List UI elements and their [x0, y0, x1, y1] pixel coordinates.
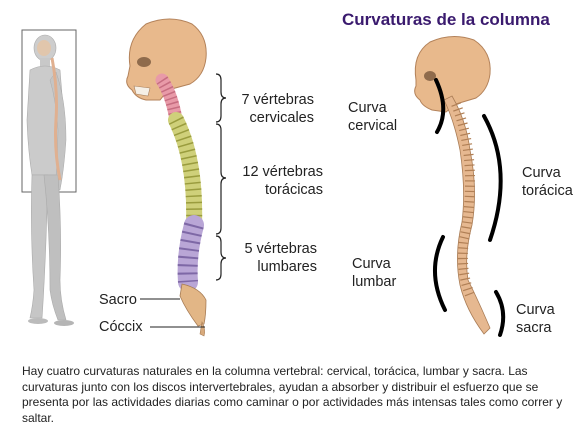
lumbar-vertebrae: [177, 215, 204, 292]
arc-sacral: [494, 290, 506, 337]
body-figure: [21, 29, 77, 326]
label-line: Curva: [516, 302, 555, 318]
diagram-title: Curvaturas de la columna: [342, 10, 550, 29]
bracket-cervical: [215, 73, 227, 123]
label-cervical-vertebrae: 7 vértebras cervicales: [214, 91, 314, 127]
thoracic-vertebrae: [168, 112, 203, 233]
label-line: 5 vértebras: [244, 241, 317, 257]
label-line: torácicas: [264, 182, 323, 198]
label-coccyx: Cóccix: [99, 319, 143, 335]
label-line: torácica: [522, 183, 573, 199]
caption-text: Hay cuatro curvaturas naturales en la co…: [22, 364, 563, 425]
label-line: 7 vértebras: [241, 92, 314, 108]
arc-lumbar: [433, 235, 447, 312]
sacrum-bone: [179, 283, 207, 327]
right-spine: [414, 36, 506, 337]
skull-left: [126, 18, 207, 101]
skull-right: [414, 36, 491, 113]
label-line: Curva: [348, 100, 387, 116]
label-sacrum: Sacro: [99, 292, 137, 308]
coccyx-bone: [199, 321, 205, 337]
label-line: Curva: [352, 256, 391, 272]
arc-cervical: [434, 78, 446, 134]
label-line: lumbar: [352, 274, 397, 290]
bracket-thoracic: [215, 123, 227, 235]
arc-thoracic: [482, 114, 503, 242]
label-thoracic-curve: Curva torácica: [522, 164, 573, 200]
label-line: sacra: [516, 320, 552, 336]
spine-right: [443, 95, 491, 335]
label-lumbar-vertebrae: 5 vértebras lumbares: [214, 240, 317, 276]
label-line: cervicales: [249, 110, 314, 126]
label-lumbar-curve: Curva lumbar: [352, 255, 396, 291]
label-sacral-curve: Curva sacra: [516, 301, 555, 337]
bracket-lumbar: [215, 235, 227, 281]
left-spine: [126, 18, 227, 337]
label-cervical-curve: Curva cervical: [348, 99, 397, 135]
label-line: Curva: [522, 165, 561, 181]
label-thoracic-vertebrae: 12 vértebras torácicas: [214, 163, 323, 199]
label-line: lumbares: [257, 259, 317, 275]
label-line: cervical: [348, 118, 398, 134]
label-line: 12 vértebras: [242, 164, 323, 180]
